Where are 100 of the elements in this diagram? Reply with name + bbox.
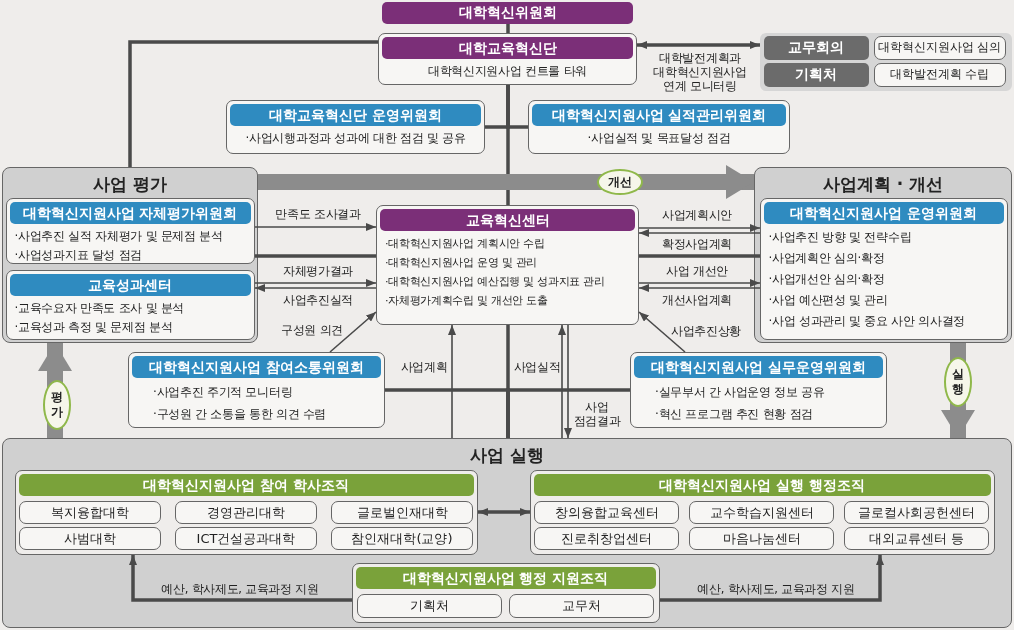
arrow [258, 165, 754, 199]
unit-box: 대학혁신지원사업 심의 [873, 35, 1006, 60]
panel-title: 사업 실행 [469, 444, 545, 467]
heading-bar: 대학혁신지원사업 실무운영위원회 [634, 356, 883, 378]
edge-label: 평가 [43, 380, 71, 430]
edge-label: 사업 점검결과 [572, 400, 622, 428]
unit-box: 기획처 [357, 594, 502, 618]
group-box [529, 469, 995, 555]
bullet-text: ·사업성과지표 달성 점검 [13, 246, 144, 264]
section-panel [2, 167, 258, 343]
bullet-text: ·혁신 프로그램 추진 현황 점검 [654, 406, 814, 423]
committee-box [378, 33, 637, 85]
heading-bar: 대학혁신지원사업 운영위원회 [763, 201, 1004, 224]
unit-box: 글로컬사회공헌센터 [844, 501, 989, 524]
edge-label: 사업추진상황 [669, 324, 743, 338]
bullet-text: ·대학혁신지원사업 예산집행 및 성과지표 관리 [384, 274, 606, 290]
edge-label: 만족도 조사결과 [274, 207, 362, 221]
arrow [254, 223, 377, 231]
edge-label: 사업계획시안 [660, 208, 734, 222]
heading-bar: 대학혁신지원사업 실적관리위원회 [532, 104, 786, 126]
edge-label: 사업계획 [399, 360, 449, 374]
edge-label: 대학발전계획과 대학혁신지원사업 연계 모니터링 [652, 51, 748, 93]
connector-line [128, 40, 378, 167]
unit-box: 교수학습지원센터 [689, 501, 834, 524]
unit-box: 교무처 [509, 594, 654, 618]
heading-bar: 대학교육혁신단 [382, 37, 633, 59]
bullet-text: ·대학혁신지원사업 운영 및 관리 [384, 255, 539, 271]
connector-line [639, 254, 760, 258]
arrow [329, 311, 377, 353]
committee-box [5, 197, 255, 264]
connector-line [255, 254, 376, 258]
bullet-text: 대학혁신지원사업 컨트롤 타워 [426, 63, 589, 80]
connector-line [506, 85, 510, 205]
group-box [351, 562, 660, 623]
unit-box: 마음나눔센터 [689, 527, 834, 550]
arrow [638, 279, 761, 287]
arrow [129, 555, 352, 602]
arrow [558, 324, 566, 439]
group-panel [760, 33, 1012, 91]
edge-label: 확정사업계획 [660, 237, 734, 251]
heading-bar: 대학혁신지원사업 행정 지원조직 [355, 566, 656, 589]
bullet-text: ·실무부서 간 사업운영 정보 공유 [654, 384, 826, 401]
arrow [660, 555, 884, 602]
heading-bar: 교육성과센터 [9, 273, 251, 296]
arrow [478, 508, 530, 516]
bullet-text: ·사업시행과정과 성과에 대한 점검 및 공유 [244, 130, 467, 147]
unit-box: 사범대학 [19, 527, 161, 550]
heading-bar: 대학혁신지원사업 자체평가위원회 [9, 201, 251, 224]
heading-bar: 대학혁신지원사업 참여소통위원회 [132, 356, 381, 378]
unit-box: 복지융합대학 [19, 501, 161, 524]
committee-box [528, 100, 790, 154]
unit-box: ICT건설공과대학 [175, 527, 317, 550]
arrow [638, 284, 761, 292]
bullet-text: ·교육성과 측정 및 문제점 분석 [13, 318, 174, 336]
title-bar: 교무회의 [763, 35, 869, 60]
bullet-text: ·사업추진 주기적 모니터링 [152, 384, 294, 401]
edge-label: 예산, 학사제도, 교육과정 지원 [160, 582, 320, 596]
bullet-text: ·사업 성과관리 및 중요 사안 의사결정 [767, 312, 967, 330]
connector-line [506, 388, 630, 438]
bullet-text: ·구성원 간 소통을 통한 의견 수렴 [152, 406, 328, 423]
group-box [14, 469, 478, 555]
edge-label: 자체평가결과 [281, 264, 355, 278]
edge-label: 실행 [944, 357, 972, 407]
unit-box: 글로벌인재대학 [331, 501, 473, 524]
unit-box: 대외교류센터 등 [844, 527, 989, 550]
committee-box [5, 269, 255, 340]
edge-label: 사업실적 [512, 360, 562, 374]
unit-box: 참인재대학(교양) [331, 527, 473, 550]
section-panel [2, 438, 1012, 628]
heading-bar: 대학교육혁신단 운영위원회 [230, 104, 481, 126]
arrow [448, 324, 456, 439]
bullet-text: ·사업추진 방향 및 전략수립 [767, 228, 913, 246]
committee-box [376, 205, 639, 325]
bullet-text: ·교육수요자 만족도 조사 및 분석 [13, 299, 186, 317]
arrow [638, 229, 761, 237]
edge-label: 예산, 학사제도, 교육과정 지원 [696, 582, 856, 596]
unit-box: 창의융합교육센터 [534, 501, 679, 524]
heading-bar: 대학혁신지원사업 참여 학사조직 [18, 473, 474, 496]
unit-box: 경영관리대학 [175, 501, 317, 524]
connector-line [506, 24, 510, 33]
arrow [254, 279, 377, 287]
panel-title: 사업계획 · 개선 [821, 173, 945, 196]
arrow [638, 311, 686, 353]
bullet-text: ·사업추진 실적 자체평가 및 문제점 분석 [13, 227, 224, 245]
bullet-text: ·대학혁신지원사업 계획시안 수립 [384, 236, 546, 252]
arrow [254, 284, 377, 292]
heading-bar: 대학혁신지원사업 실행 행정조직 [533, 473, 991, 496]
committee-box [226, 100, 485, 154]
arrow [638, 224, 761, 232]
edge-label: 개선 [597, 169, 643, 195]
title-bar: 기획처 [763, 62, 869, 87]
bullet-text: ·사업실적 및 목표달성 점검 [586, 130, 732, 147]
arrow [564, 324, 572, 439]
edge-label: 개선사업계획 [660, 293, 734, 307]
heading-bar: 교육혁신센터 [380, 209, 635, 231]
title-bar: 대학혁신위원회 [382, 2, 633, 24]
panel-title: 사업 평가 [92, 173, 168, 196]
edge-label: 사업추진실적 [281, 293, 355, 307]
bullet-text: ·자체평가계획수립 및 개선안 도출 [384, 293, 549, 309]
committee-box [630, 352, 887, 428]
